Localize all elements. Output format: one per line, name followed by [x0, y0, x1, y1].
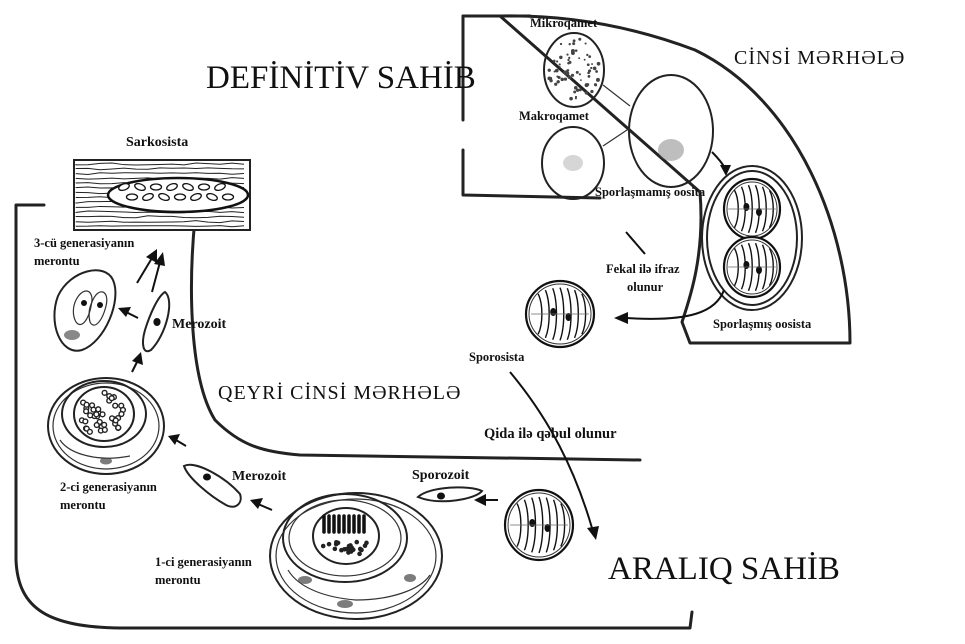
- macrogamete-label: Makroqamet: [519, 109, 590, 123]
- microgamete-label: Mikroqamet: [530, 16, 598, 30]
- merozoite-upper-cell: [142, 290, 171, 353]
- fecal-excretion-label-line2: olunur: [627, 280, 664, 294]
- meront-3-label: 3-cü generasiyanın: [34, 236, 134, 250]
- meront-1st-generation-cell: [269, 492, 443, 620]
- meront-2-label-line2: merontu: [60, 498, 106, 512]
- merozoite-upper-label: Merozoit: [172, 317, 226, 332]
- arrow-sporocyst-to-sporozoite: [474, 494, 498, 506]
- sporocyst-cell: [524, 279, 596, 349]
- intermediate-host-heading: ARALIQ SAHİB: [608, 551, 840, 587]
- sporocyst-label: Sporosista: [469, 350, 525, 364]
- intermediate-host-boundary: [190, 216, 642, 462]
- ingested-with-food-label: Qida ilə qəbul olunur: [484, 426, 617, 442]
- arrow-sporocyst-to-intermediate: [509, 371, 599, 540]
- merozoite-lower-cell: [182, 463, 242, 508]
- macrogamete-cell: [541, 126, 605, 200]
- arrow-merozoite-to-meront3: [118, 307, 139, 319]
- arrow-meront1-to-merozoite: [250, 498, 273, 511]
- sporulated-oocyst-label: Sporlaşmış oosista: [713, 317, 812, 331]
- zygote-cell: [628, 74, 714, 188]
- sexual-stage-heading: CİNSİ MƏRHƏLƏ: [734, 46, 905, 69]
- arrow-merozoite-to-meront2: [168, 434, 187, 447]
- ingested-sporocyst-cell: [503, 488, 575, 562]
- definitive-host-boundary: [461, 14, 852, 345]
- sarcocyst-cell: [73, 159, 251, 231]
- definitive-host-heading: DEFİNİTİV SAHİB: [206, 60, 476, 96]
- arrow-gametes-to-oocyst: [711, 151, 731, 176]
- merozoite-lower-label: Merozoit: [232, 469, 286, 484]
- sporozoite-cell: [416, 486, 484, 503]
- sarcocyst-label: Sarkosista: [126, 135, 188, 150]
- microgamete-cell: [543, 32, 605, 108]
- intermediate-host-outer-boundary: [14, 203, 694, 630]
- fecal-excretion-label: Fekal ilə ifraz: [606, 262, 680, 276]
- meront-2-label: 2-ci generasiyanın: [60, 480, 157, 494]
- sporozoite-label: Sporozoit: [412, 468, 470, 483]
- meront-3rd-generation-cell: [53, 269, 117, 352]
- arrow-merozoite-to-sarcocyst: [151, 252, 165, 293]
- arrow-meront2-to-merozoite: [131, 352, 143, 373]
- meront-1-label-line2: merontu: [155, 573, 201, 587]
- unsporulated-oocyst-label: Sporlaşmamış oosita: [595, 185, 706, 199]
- meront-1-label: 1-ci generasiyanın: [155, 555, 252, 569]
- asexual-stage-heading: QEYRİ CİNSİ MƏRHƏLƏ: [218, 381, 461, 404]
- arrow-meront3-to-sarcocyst: [136, 249, 157, 284]
- arrow-oocyst-excreted: [614, 289, 725, 324]
- sporulated-oocyst-cell: [701, 165, 803, 311]
- arrow-fecal-excretion-dashed: [625, 231, 646, 255]
- meront-3-label-line2: merontu: [34, 254, 80, 268]
- meront-2nd-generation-cell: [47, 377, 165, 475]
